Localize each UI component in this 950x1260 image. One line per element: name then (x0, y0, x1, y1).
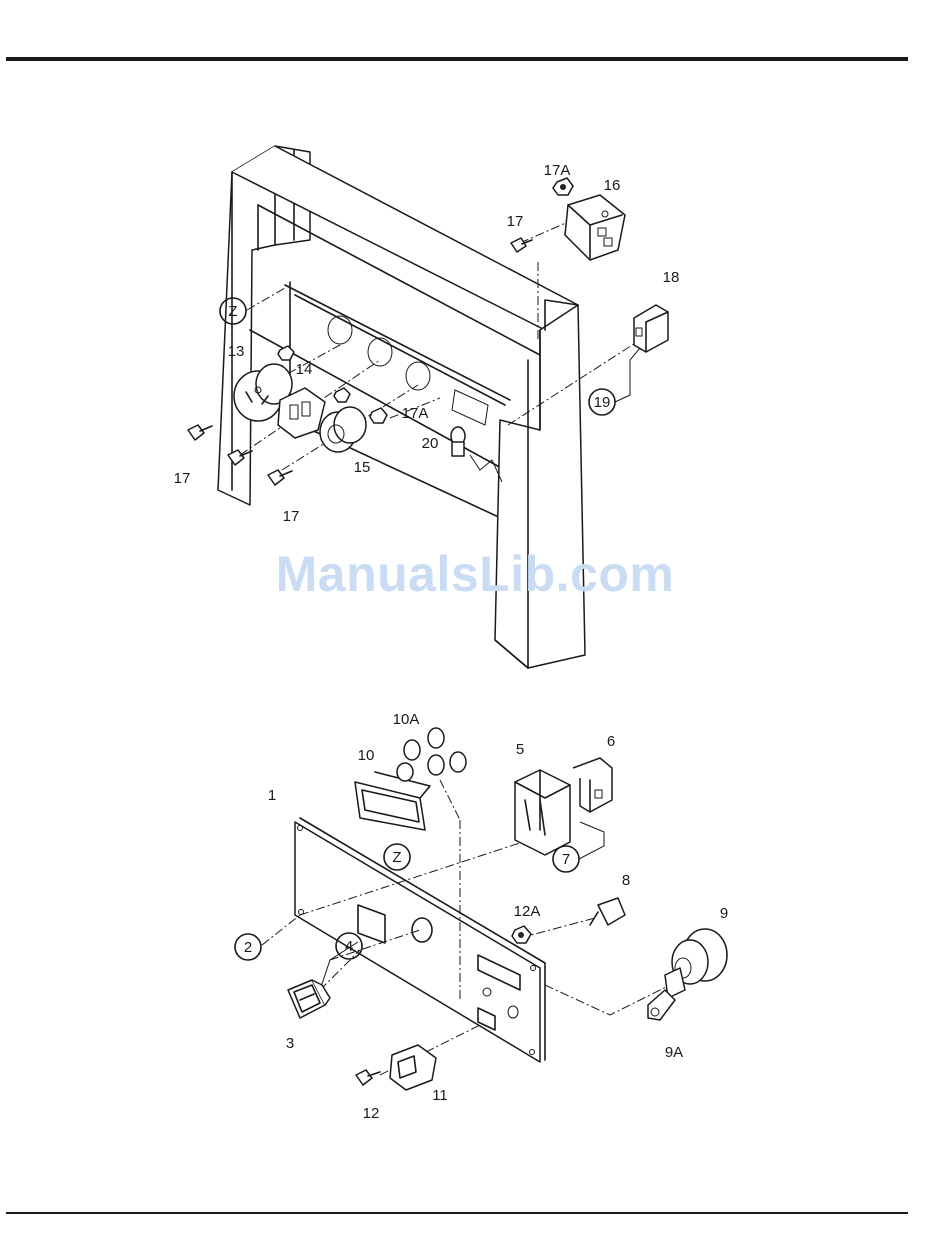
callout-9a: 9A (665, 1044, 683, 1061)
nut-upper-2 (334, 388, 350, 402)
callout-13: 13 (228, 343, 245, 360)
screw-17-top (511, 238, 532, 252)
receptacle-11 (390, 1045, 436, 1090)
callout-16: 16 (604, 177, 621, 194)
callout-20: 20 (422, 435, 439, 452)
callout-14: 14 (296, 361, 313, 378)
callout-19: 19 (594, 394, 611, 411)
callout-z-lower: Z (392, 849, 401, 866)
callout-17-left: 17 (174, 470, 191, 487)
meter-10 (355, 763, 430, 830)
receptacle-16 (565, 195, 625, 260)
screw-17-bottom (268, 470, 292, 485)
callout-17-top: 17 (507, 213, 524, 230)
callout-10a: 10A (393, 711, 420, 728)
watermark: ManualsLib.com (0, 545, 950, 603)
callout-12: 12 (363, 1105, 380, 1122)
lens-10a (404, 728, 466, 775)
callout-10: 10 (358, 747, 375, 764)
control-panel-plate (295, 818, 545, 1062)
toggle-switch-8 (590, 898, 625, 925)
callout-1: 1 (268, 787, 276, 804)
callout-11: 11 (432, 1087, 448, 1104)
callout-2: 2 (244, 939, 252, 956)
screw-12 (356, 1070, 380, 1085)
screw-17-left (188, 425, 212, 440)
callout-17-bottom: 17 (283, 508, 300, 525)
callout-4: 4 (345, 938, 353, 955)
callout-17a-mid: 17A (402, 405, 429, 422)
callout-7: 7 (562, 851, 570, 868)
callout-15: 15 (354, 459, 371, 476)
breaker-5 (515, 770, 570, 855)
callout-17a-top: 17A (544, 162, 571, 179)
callout-5: 5 (516, 741, 524, 758)
callout-18: 18 (663, 269, 680, 286)
callout-z-upper: Z (228, 303, 237, 320)
bracket-6 (573, 758, 612, 812)
key-switch-9 (665, 929, 727, 998)
nut-upper-1 (278, 346, 294, 360)
nut-12a (512, 926, 531, 943)
callout-6: 6 (607, 733, 615, 750)
switch-20 (451, 427, 465, 456)
receptacle-15 (320, 407, 366, 452)
breaker-18 (634, 305, 668, 352)
callout-9: 9 (720, 905, 728, 922)
nut-17a-mid (370, 408, 387, 423)
callout-12a: 12A (514, 903, 541, 920)
callout-3: 3 (286, 1035, 294, 1052)
callout-8: 8 (622, 872, 630, 889)
nut-17a-top (553, 178, 573, 195)
